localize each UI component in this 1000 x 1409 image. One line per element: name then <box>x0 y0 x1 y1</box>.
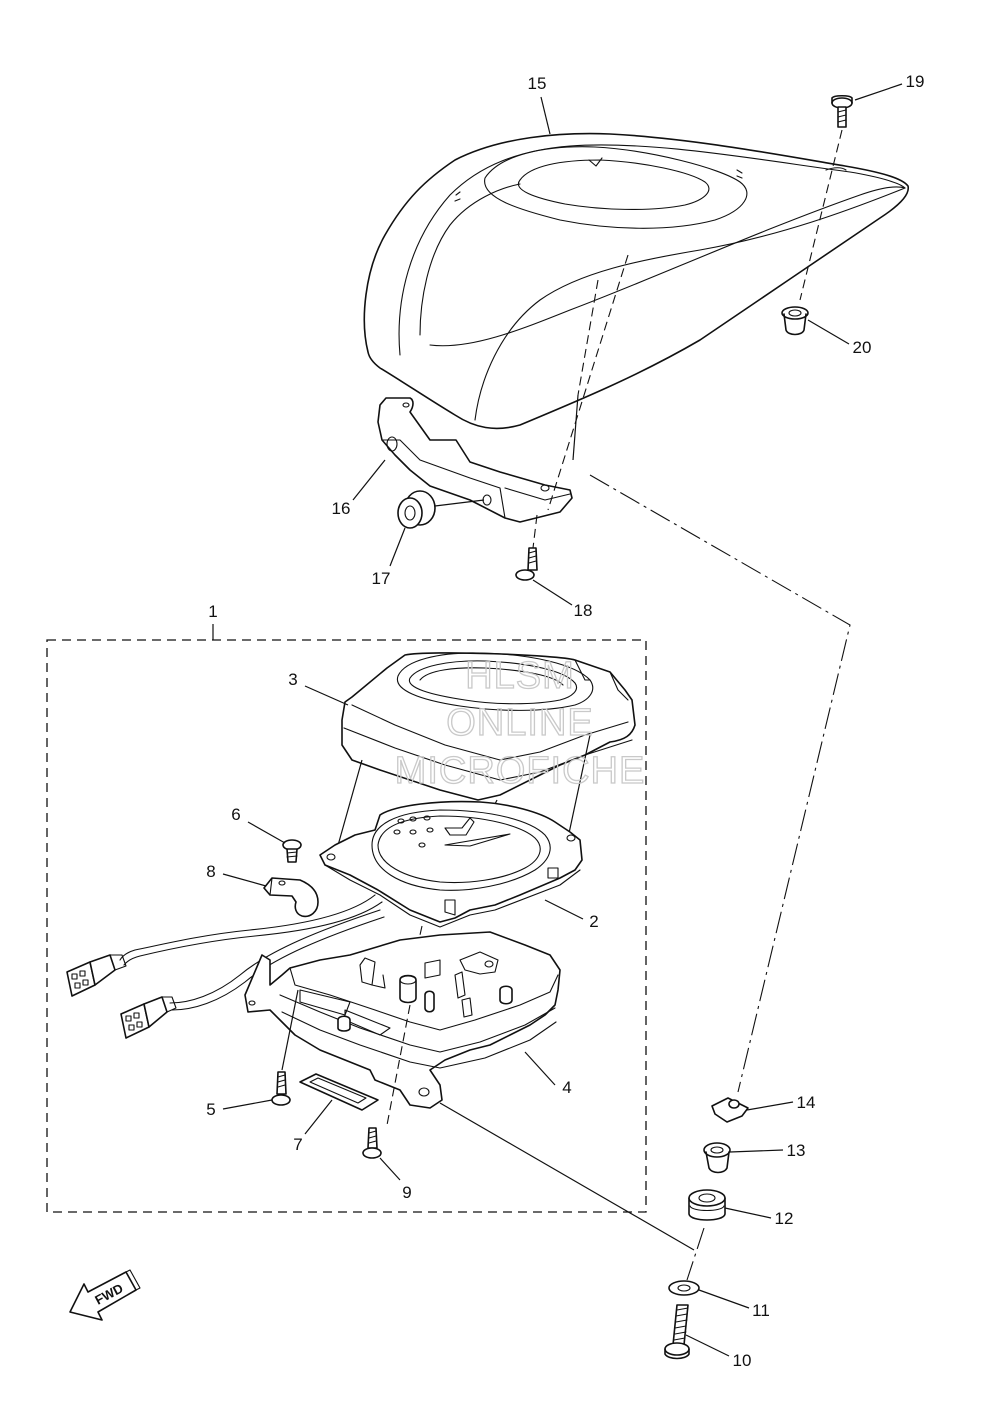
dashdot-guide-line <box>686 1227 705 1281</box>
dashed-guide-line <box>577 279 599 396</box>
callout-number-8: 8 <box>206 862 215 881</box>
gasket-7-part <box>299 1073 379 1111</box>
dashdot-guide-line <box>589 474 851 1093</box>
callout-number-6: 6 <box>231 805 240 824</box>
collar-13-part <box>703 1142 731 1174</box>
wire-harness <box>169 909 381 1004</box>
grommet-12-part <box>688 1189 726 1221</box>
leader-7 <box>304 1099 333 1135</box>
screw-5-part <box>271 1071 291 1106</box>
leader-13 <box>729 1149 784 1153</box>
meter-case-upper-3-part <box>341 652 636 801</box>
guide-line <box>434 499 485 507</box>
callout-number-9: 9 <box>402 1183 411 1202</box>
callout-number-14: 14 <box>797 1093 816 1112</box>
callout-number-11: 11 <box>752 1301 770 1320</box>
assembly-boundary-box <box>46 639 647 1213</box>
callout-number-20: 20 <box>853 338 872 357</box>
leader-16 <box>352 459 386 501</box>
bolt-10-part <box>664 1304 690 1360</box>
dashed-guide-line <box>547 254 629 511</box>
washer-11-part <box>668 1280 700 1296</box>
leader-14 <box>746 1101 794 1111</box>
leader-8 <box>222 873 267 887</box>
screw-18-part <box>515 547 538 581</box>
wire-harness <box>171 916 385 1011</box>
callout-number-16: 16 <box>332 499 351 518</box>
callout-number-17: 17 <box>372 569 391 588</box>
dashed-guide-line <box>386 1004 411 1126</box>
clamp-8-part <box>263 877 319 918</box>
grommet-17-part <box>397 490 436 529</box>
callout-number-4: 4 <box>562 1078 571 1097</box>
leader-11 <box>698 1289 750 1309</box>
watermark: HLSM ONLINE MICROFICHE <box>394 654 646 792</box>
guide-line <box>439 1102 695 1251</box>
leader-9 <box>379 1157 401 1181</box>
bracket-16-part <box>377 397 573 523</box>
leader-4 <box>524 1051 556 1086</box>
leader-5 <box>222 1099 273 1110</box>
callout-leaders <box>212 83 903 1357</box>
meter-cover-part <box>363 132 909 430</box>
callout-number-1: 1 <box>208 602 217 621</box>
collar-20-part <box>781 306 809 336</box>
leader-3 <box>304 685 349 706</box>
screw-19-part <box>831 94 853 128</box>
dashed-guide-line <box>532 514 538 549</box>
leader-20 <box>807 319 850 345</box>
callout-number-3: 3 <box>288 670 297 689</box>
screw-9-part <box>362 1127 382 1159</box>
callout-number-2: 2 <box>589 912 598 931</box>
dashed-guide-line <box>799 129 843 301</box>
callout-number-18: 18 <box>574 601 593 620</box>
leader-12 <box>724 1207 772 1219</box>
wire-harness <box>119 894 376 961</box>
leader-19 <box>854 83 903 101</box>
callout-number-12: 12 <box>775 1209 794 1228</box>
wire-connector-left <box>66 954 127 997</box>
screw-6-part <box>282 839 302 863</box>
leader-2 <box>544 899 584 920</box>
leader-17 <box>389 527 406 567</box>
guide-line <box>281 989 299 1071</box>
callout-number-15: 15 <box>528 74 547 93</box>
callout-number-7: 7 <box>293 1135 302 1154</box>
guide-line <box>572 394 579 461</box>
guide-line <box>334 759 363 857</box>
callout-number-10: 10 <box>733 1351 752 1370</box>
leader-18 <box>532 579 573 606</box>
meter-dial-2-part <box>319 800 583 928</box>
leader-15 <box>540 96 551 135</box>
clip-nut-14-part <box>711 1097 749 1123</box>
callout-number-13: 13 <box>787 1141 806 1160</box>
watermark-line-1: HLSM <box>465 655 575 697</box>
callout-number-5: 5 <box>206 1100 215 1119</box>
wire-harness <box>123 901 383 966</box>
leader-6 <box>247 821 286 844</box>
leader-10 <box>685 1334 730 1357</box>
callout-number-19: 19 <box>906 72 925 91</box>
wire-connector-right <box>120 996 177 1039</box>
forward-direction-arrow-icon <box>69 1269 141 1321</box>
watermark-line-3: MICROFICHE <box>395 750 646 792</box>
watermark-line-2: ONLINE <box>446 702 593 744</box>
meter-case-lower-4-part <box>244 931 561 1109</box>
